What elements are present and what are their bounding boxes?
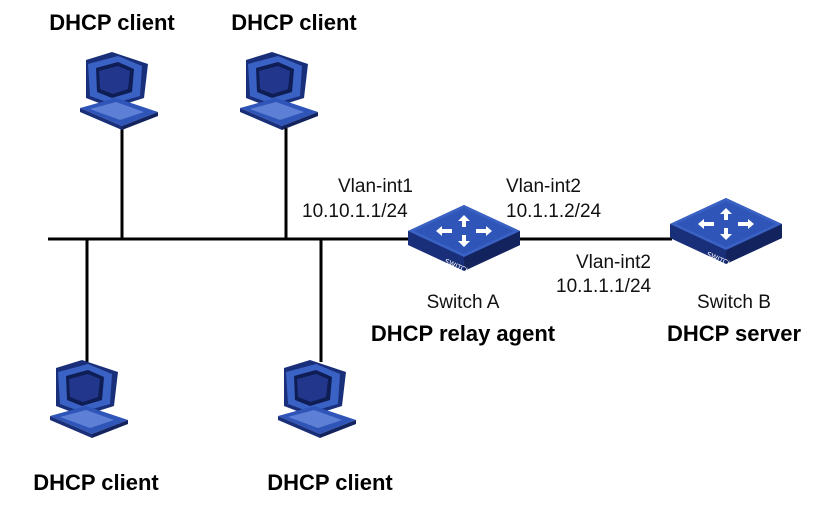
switch-a-if1-name: Vlan-int1 <box>338 176 413 197</box>
client-label-3: DHCP client <box>33 470 159 495</box>
switch-a: SWITCH <box>408 205 520 276</box>
computer-icon <box>80 52 158 130</box>
client-label-2: DHCP client <box>231 10 357 35</box>
switch-a-if1-ip: 10.10.1.1/24 <box>302 201 408 222</box>
computer-icon <box>50 360 128 438</box>
switch-b-role: DHCP server <box>667 321 802 346</box>
switch-icon <box>670 198 782 264</box>
client-label-1: DHCP client <box>49 10 175 35</box>
client-label-4: DHCP client <box>267 470 393 495</box>
switch-a-if2-ip: 10.1.1.2/24 <box>506 201 602 222</box>
switch-b-if-name: Vlan-int2 <box>576 252 651 273</box>
switch-a-if2-name: Vlan-int2 <box>506 176 581 197</box>
switch-a-role: DHCP relay agent <box>371 321 556 346</box>
switch-b-if-ip: 10.1.1.1/24 <box>556 276 652 297</box>
computer-icon <box>278 360 356 438</box>
computer-icon <box>240 52 318 130</box>
switch-b-name: Switch B <box>697 292 771 313</box>
switch-a-name: Switch A <box>427 292 500 313</box>
switch-b: SWITCH <box>670 198 782 269</box>
switch-icon <box>408 205 520 271</box>
